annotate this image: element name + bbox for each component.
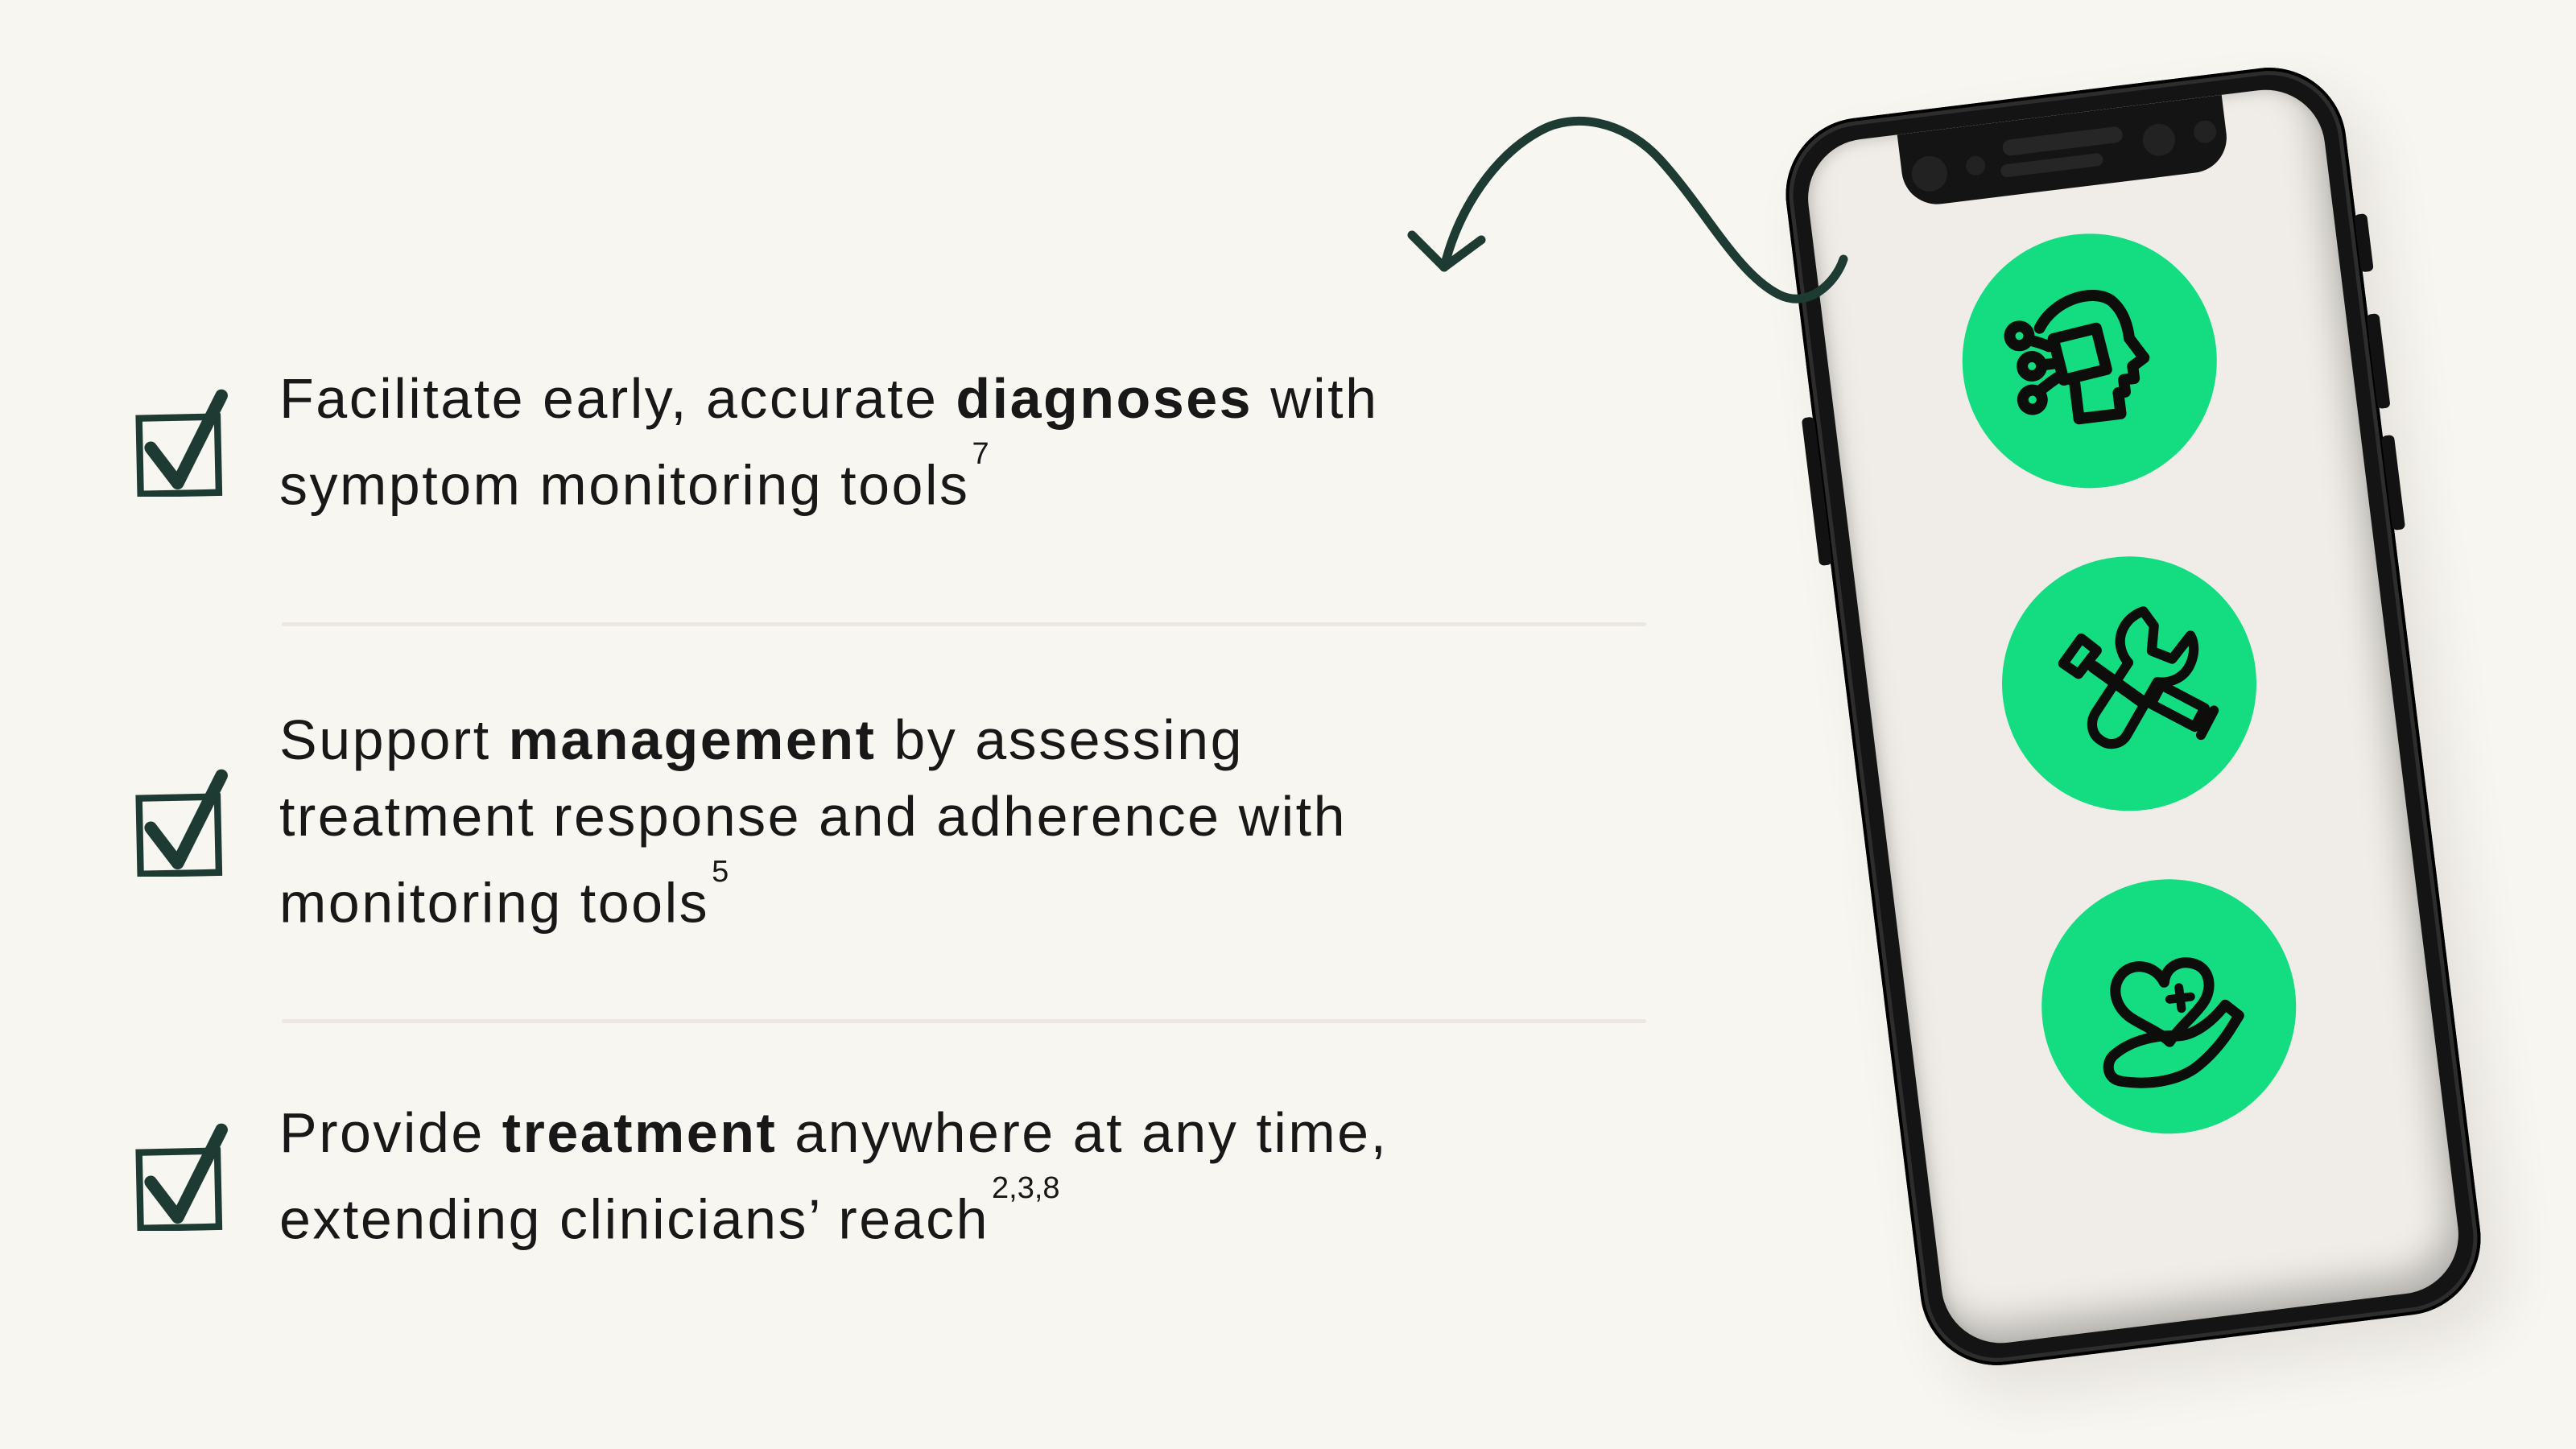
checklist-line: Provide treatment anywhere at any time, bbox=[279, 1095, 1389, 1171]
checklist-line: Facilitate early, accurate diagnoses wit… bbox=[279, 361, 1379, 437]
camera-dot-icon bbox=[2192, 119, 2218, 145]
checklist-line: symptom monitoring tools7 bbox=[279, 437, 1379, 523]
text-segment: by assessing bbox=[876, 708, 1245, 771]
phone-side-button bbox=[1801, 416, 1833, 567]
treatment-circle bbox=[2027, 865, 2311, 1149]
phone-screen bbox=[1801, 83, 2466, 1350]
text-segment: Provide bbox=[279, 1101, 502, 1164]
text-segment: treatment response and adherence with bbox=[279, 785, 1348, 848]
text-segment: Support bbox=[279, 708, 509, 771]
checklist-item-text: Facilitate early, accurate diagnoses wit… bbox=[279, 361, 1379, 523]
checklist-line: treatment response and adherence with bbox=[279, 778, 1347, 855]
checklist-item-text: Support management by assessing treatmen… bbox=[279, 702, 1347, 941]
checklist-item-management: Support management by assessing treatmen… bbox=[133, 702, 1347, 941]
speaker-grille-icon bbox=[2000, 126, 2126, 178]
camera-dot-icon bbox=[1964, 155, 1987, 177]
text-segment: symptom monitoring tools bbox=[279, 453, 970, 517]
phone-side-button bbox=[2380, 434, 2406, 531]
checklist-line: monitoring tools5 bbox=[279, 855, 1347, 941]
wrench-screwdriver-icon bbox=[2058, 606, 2219, 749]
text-segment-bold: treatment bbox=[502, 1101, 778, 1164]
checklist-item-diagnoses: Facilitate early, accurate diagnoses wit… bbox=[133, 361, 1379, 523]
text-segment-bold: management bbox=[508, 708, 877, 771]
text-segment: extending clinicians’ reach bbox=[279, 1187, 990, 1251]
checklist-line: Support management by assessing bbox=[279, 702, 1347, 778]
checked-checkbox-icon bbox=[135, 1123, 228, 1232]
camera-dot-icon bbox=[2140, 122, 2178, 159]
checklist-item-treatment: Provide treatment anywhere at any time, … bbox=[133, 1095, 1389, 1257]
divider bbox=[282, 622, 1646, 626]
footnote-superscript: 2,3,8 bbox=[992, 1171, 1060, 1205]
text-segment-bold: diagnoses bbox=[956, 367, 1253, 430]
management-circle bbox=[1987, 542, 2272, 826]
curved-arrow-icon bbox=[1407, 116, 1848, 303]
footnote-superscript: 5 bbox=[712, 855, 729, 889]
divider bbox=[282, 1019, 1646, 1023]
phone-side-button bbox=[2366, 313, 2391, 410]
diagnosis-circle bbox=[1947, 219, 2231, 503]
text-segment: with bbox=[1253, 367, 1379, 430]
smartphone-illustration bbox=[1777, 59, 2490, 1374]
text-segment: monitoring tools bbox=[279, 871, 710, 935]
checklist-line: extending clinicians’ reach2,3,8 bbox=[279, 1171, 1389, 1257]
heart-in-hand-icon bbox=[2103, 957, 2244, 1088]
text-segment: anywhere at any time, bbox=[777, 1101, 1389, 1164]
checked-checkbox-icon bbox=[135, 389, 228, 497]
text-segment: Facilitate early, accurate bbox=[279, 367, 956, 430]
footnote-superscript: 7 bbox=[972, 437, 989, 471]
checked-checkbox-icon bbox=[135, 769, 228, 877]
phone-side-button bbox=[2354, 213, 2374, 273]
ai-head-icon bbox=[2004, 290, 2150, 425]
checklist-item-text: Provide treatment anywhere at any time, … bbox=[279, 1095, 1389, 1257]
